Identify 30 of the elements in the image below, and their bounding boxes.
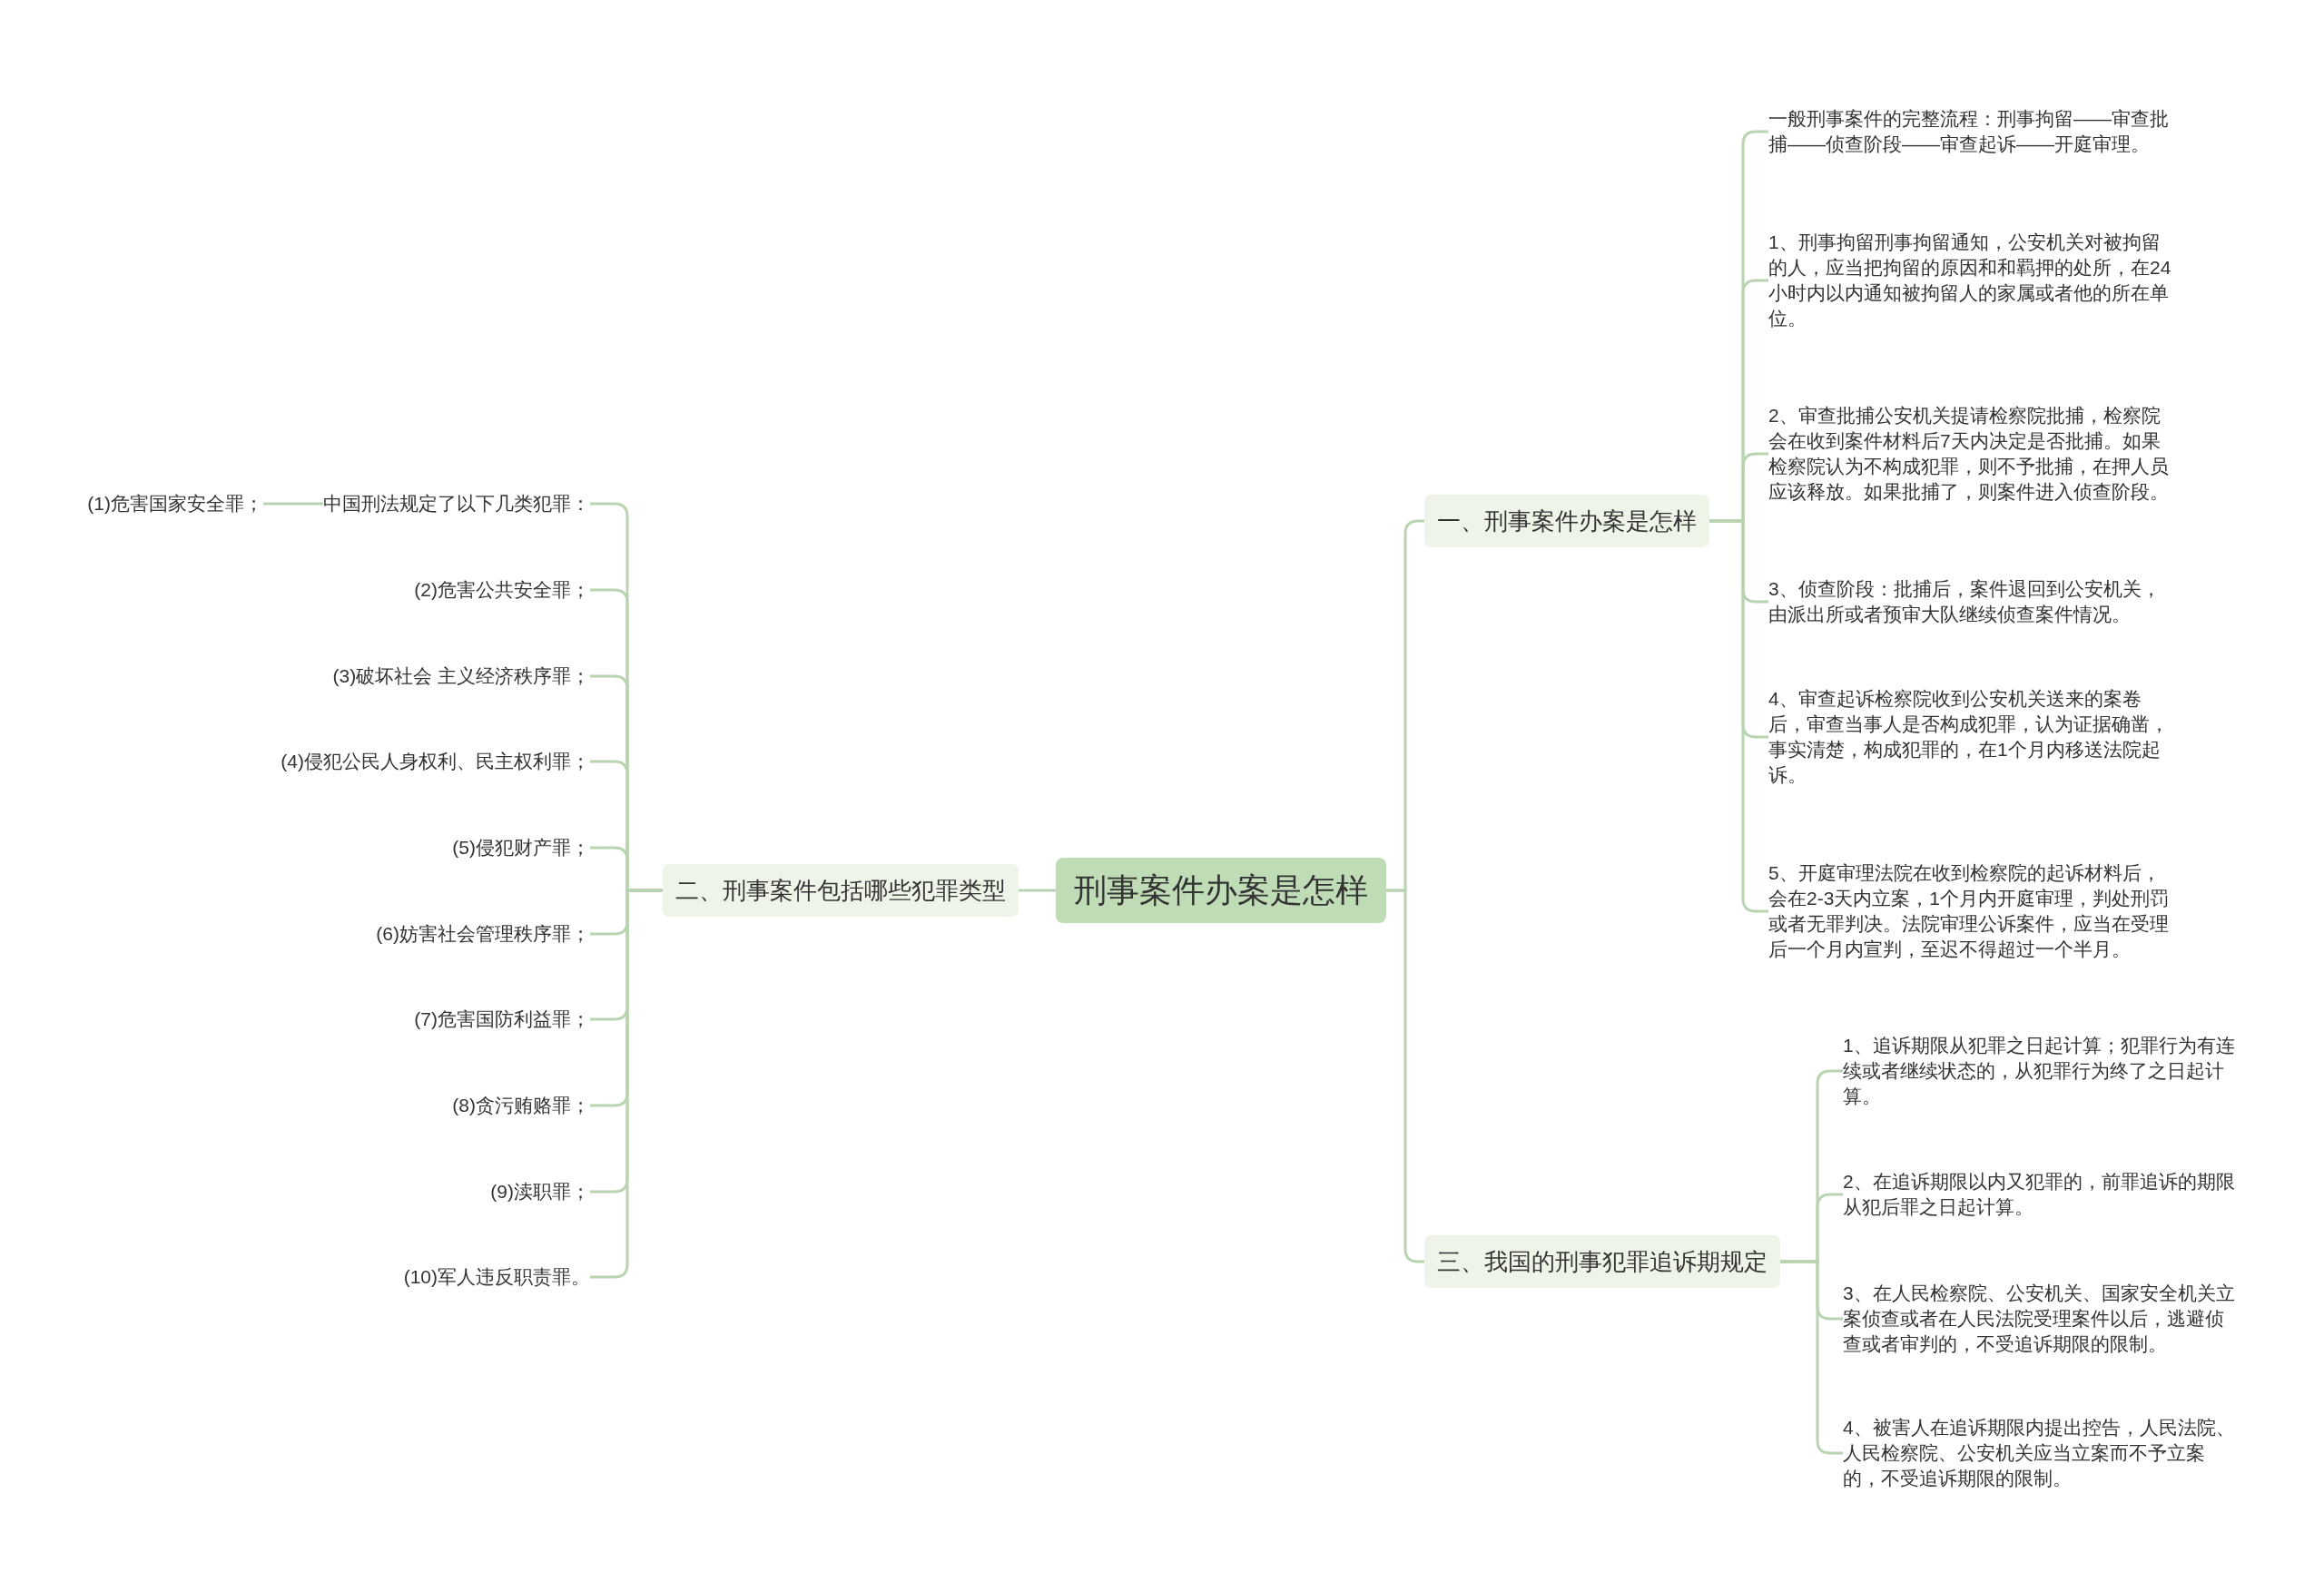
topic-box: 二、刑事案件包括哪些犯罪类型 — [663, 864, 1019, 917]
note-text: 4、审查起诉检察院收到公安机关送来的案卷后，审查当事人是否构成犯罪，认为证据确凿，事实清楚，构成犯罪的，在1个月内移送法院起诉。 — [1768, 686, 2172, 788]
list-item-text: (4)侵犯公民人身权利、民主权利罪； — [281, 749, 590, 774]
note-text: 3、侦查阶段：批捕后，案件退回到公安机关，由派出所或者预审大队继续侦查案件情况。 — [1768, 576, 2172, 627]
list-item-text: 中国刑法规定了以下几类犯罪： — [323, 491, 590, 516]
list-item-text: (10)军人违反职责罪。 — [403, 1264, 590, 1290]
list-item-text: (2)危害公共安全罪； — [414, 577, 590, 603]
central-topic-box: 刑事案件办案是怎样 — [1056, 858, 1386, 923]
note-text: 5、开庭审理法院在收到检察院的起诉材料后，会在2-3天内立案，1个月内开庭审理，判处刑罚或者无罪判决。法院审理公诉案件，应当在受理后一个月内宣判，至迟不得超过一个半月。 — [1768, 860, 2172, 962]
note-text: 2、审查批捕公安机关提请检察院批捕，检察院会在收到案件材料后7天内决定是否批捕。如果检察院认为不构成犯罪，则不予批捕，在押人员应该释放。如果批捕了，则案件进入侦查阶段。 — [1768, 403, 2172, 505]
list-item-text: (8)贪污贿赂罪； — [452, 1093, 590, 1118]
connector-line — [1019, 889, 1056, 892]
note-text: 1、追诉期限从犯罪之日起计算；犯罪行为有连续或者继续状态的，从犯罪行为终了之日起计算。 — [1843, 1033, 2242, 1109]
note-text: 2、在追诉期限以内又犯罪的，前罪追诉的期限从犯后罪之日起计算。 — [1843, 1169, 2242, 1220]
connector-line — [1709, 519, 1768, 913]
list-item-text: (3)破坏社会 主义经济秩序罪； — [332, 663, 590, 689]
list-item-text: (6)妨害社会管理秩序罪； — [376, 921, 590, 947]
list-item-text: (7)危害国防利益罪； — [414, 1007, 590, 1032]
note-text: 3、在人民检察院、公安机关、国家安全机关立案侦查或者在人民法院受理案件以后，逃避侦查或者审判的，不受追诉期限的限制。 — [1843, 1281, 2242, 1357]
connector-line — [263, 502, 323, 506]
list-item-text: (1)危害国家安全罪； — [87, 491, 263, 516]
connector-line — [1386, 889, 1424, 1263]
list-item-text: (5)侵犯财产罪； — [452, 835, 590, 860]
topic-box: 三、我国的刑事犯罪追诉期规定 — [1424, 1235, 1780, 1288]
topic-box: 一、刑事案件办案是怎样 — [1424, 495, 1709, 547]
note-text: 一般刑事案件的完整流程：刑事拘留——审查批捕——侦查阶段——审查起诉——开庭审理。 — [1768, 106, 2172, 157]
note-text: 4、被害人在追诉期限内提出控告，人民法院、人民检察院、公安机关应当立案而不予立案的，不受追诉期限的限制。 — [1843, 1415, 2242, 1491]
connector-line — [590, 889, 663, 1279]
list-item-text: (9)渎职罪； — [490, 1179, 590, 1204]
note-text: 1、刑事拘留刑事拘留通知，公安机关对被拘留的人，应当把拘留的原因和和羁押的处所，在24小时内以内通知被拘留人的家属或者他的所在单位。 — [1768, 230, 2172, 331]
